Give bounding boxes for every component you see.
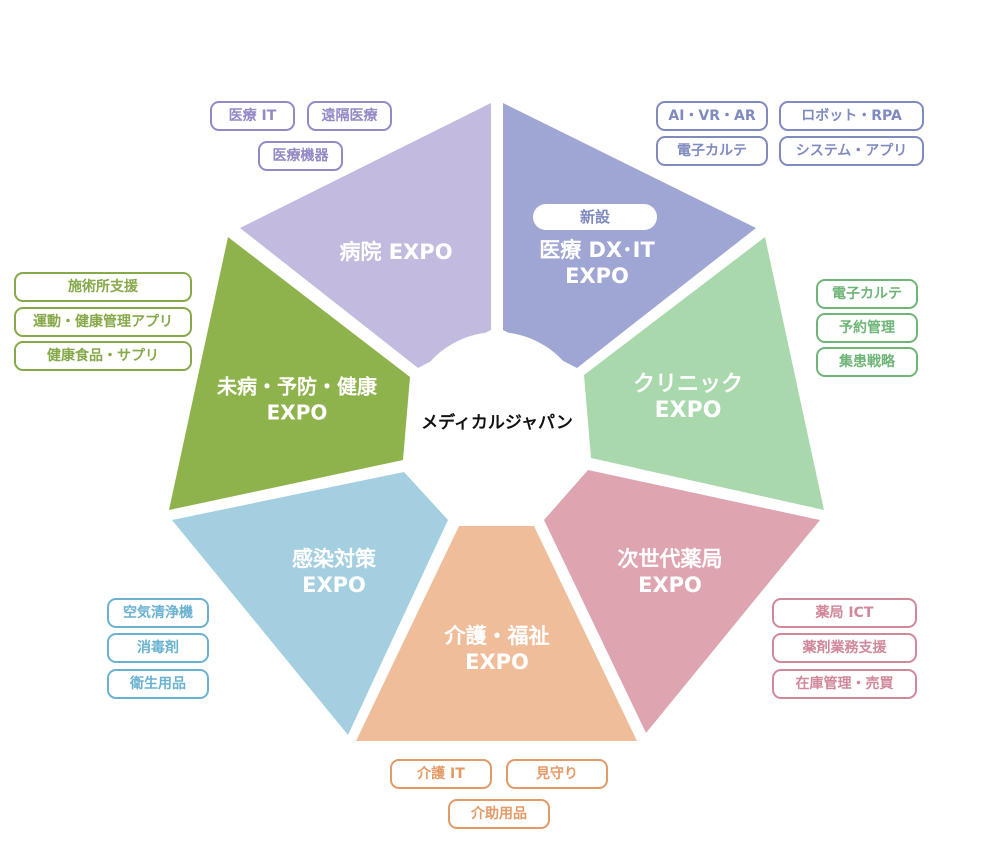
tag-clinic: 電子カルテ <box>816 279 918 309</box>
segment-infection <box>172 472 448 735</box>
center-label: メディカルジャパン <box>421 412 573 433</box>
tag-prevention: 運動・健康管理アプリ <box>14 307 192 337</box>
tag-hospital: 遠隔医療 <box>307 101 392 131</box>
segment-title-prevention: EXPO <box>267 401 328 425</box>
tag-dx: 電子カルテ <box>656 136 768 166</box>
tag-clinic: 集患戦略 <box>816 347 918 377</box>
tag-pharmacy: 在庫管理・売買 <box>772 669 917 699</box>
tag-care: 介護 IT <box>390 759 492 789</box>
segment-title-infection: 感染対策 <box>292 547 377 571</box>
segment-title-care: EXPO <box>465 650 529 674</box>
segment-prevention <box>169 237 410 510</box>
segment-title-pharmacy: EXPO <box>638 573 702 597</box>
tag-care: 介助用品 <box>448 799 550 829</box>
tag-pharmacy: 薬剤業務支援 <box>772 633 917 663</box>
segment-dx <box>503 103 756 368</box>
segment-title-care: 介護・福祉 <box>444 624 550 648</box>
segment-title-infection: EXPO <box>302 573 366 597</box>
new-badge: 新設 <box>533 204 657 230</box>
tag-infection: 空気清浄機 <box>107 598 209 628</box>
tag-prevention: 健康食品・サプリ <box>14 341 192 371</box>
tag-dx: AI・VR・AR <box>656 101 768 131</box>
segment-title-pharmacy: 次世代薬局 <box>618 547 723 571</box>
tag-dx: ロボット・RPA <box>779 101 924 131</box>
tag-hospital: 医療機器 <box>258 141 343 171</box>
tag-care: 見守り <box>506 759 608 789</box>
segment-title-hospital: 病院 EXPO <box>339 240 452 264</box>
tag-infection: 消毒剤 <box>107 633 209 663</box>
segment-care <box>356 526 637 741</box>
segment-clinic <box>584 237 824 510</box>
segment-title-dx: 医療 DX･IT <box>539 238 655 262</box>
center-circle <box>407 332 587 512</box>
segment-title-prevention: 未病・予防・健康 <box>217 375 378 399</box>
tag-clinic: 予約管理 <box>816 313 918 343</box>
segment-title-dx: EXPO <box>565 264 629 288</box>
tag-dx: システム・アプリ <box>779 136 924 166</box>
segment-hospital <box>240 103 491 368</box>
segment-title-clinic: クリニック <box>633 372 743 397</box>
tag-hospital: 医療 IT <box>210 101 295 131</box>
tag-infection: 衛生用品 <box>107 669 209 699</box>
tag-pharmacy: 薬局 ICT <box>772 598 917 628</box>
segment-title-clinic: EXPO <box>655 398 722 423</box>
segment-pharmacy <box>544 470 820 733</box>
tag-prevention: 施術所支援 <box>14 272 192 302</box>
